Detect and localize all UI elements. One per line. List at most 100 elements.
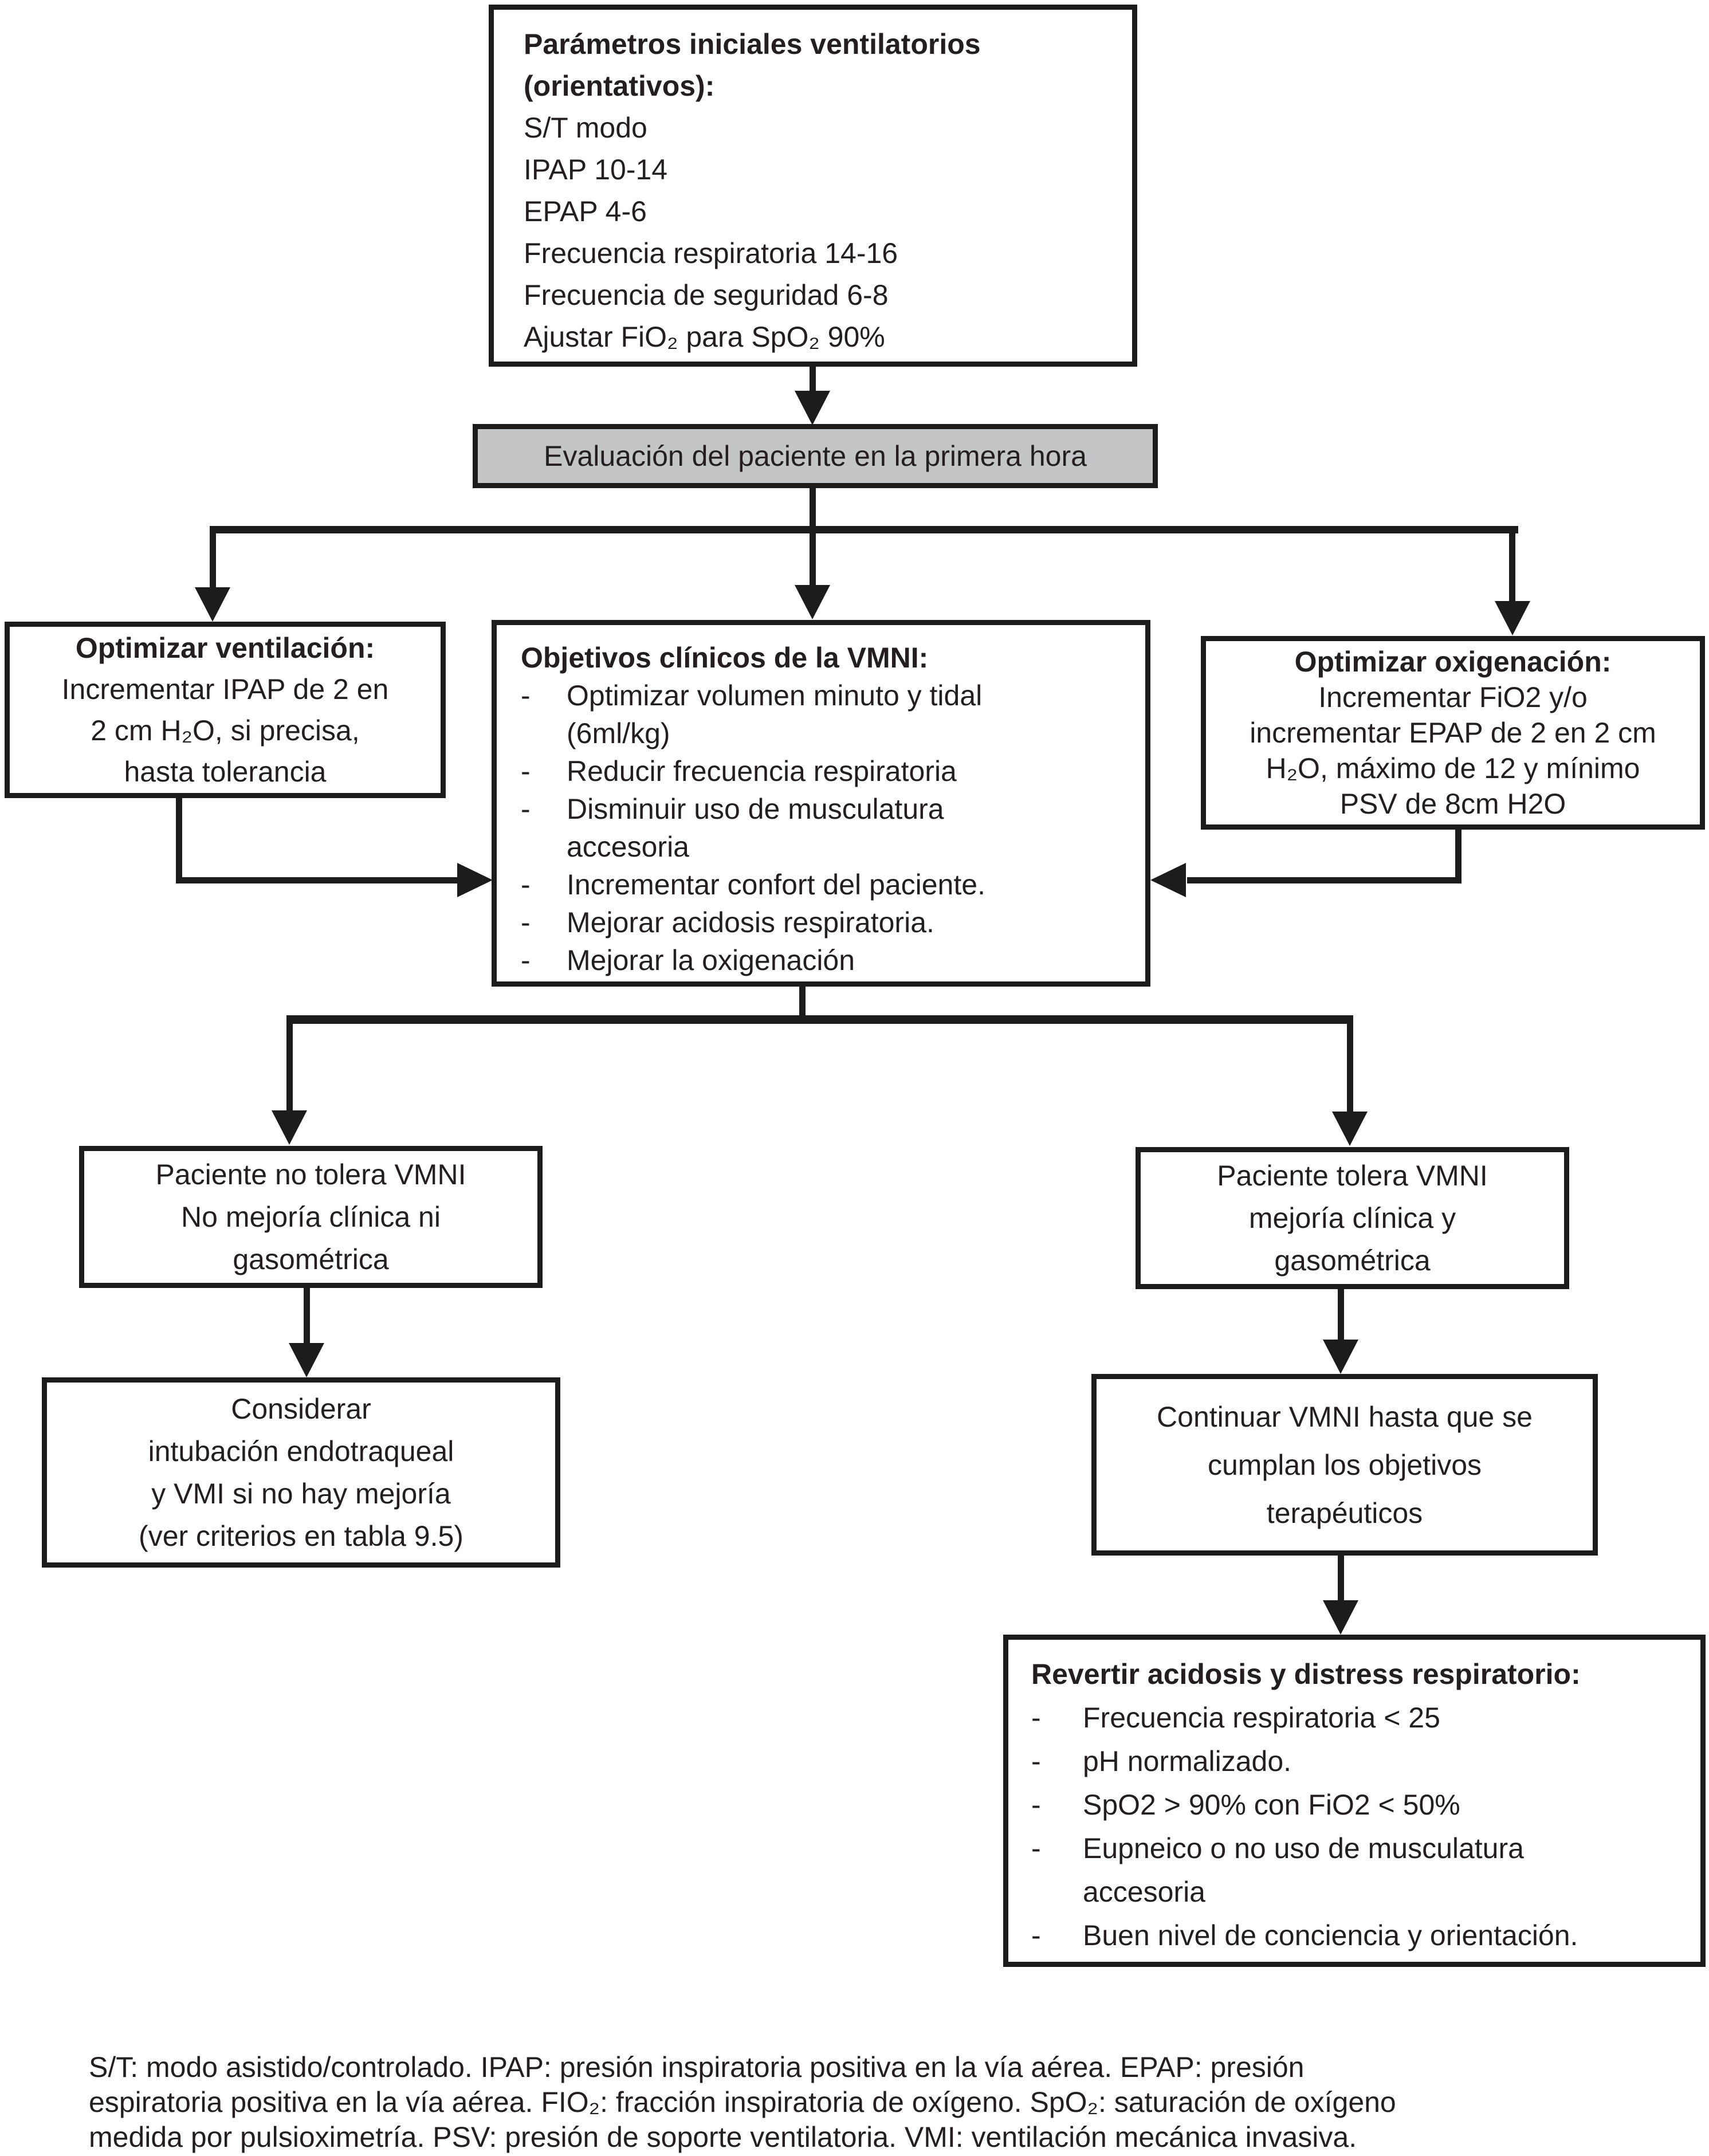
parametros-line: Frecuencia de seguridad 6-8 — [524, 279, 889, 311]
considerar-line: intubación endotraqueal — [148, 1435, 454, 1467]
revertir-item-text: SpO2 > 90% con FiO2 < 50% — [1083, 1789, 1460, 1821]
bullet-dash: - — [521, 755, 531, 787]
arrowhead-down-icon — [289, 1343, 324, 1377]
tolera-line: mejoría clínica y — [1248, 1202, 1456, 1234]
list-item-continuation: (6ml/kg) — [521, 714, 1128, 752]
list-item: - Incrementar confort del paciente. — [521, 866, 1128, 904]
connector-continuar-to-revertir — [1338, 1556, 1344, 1601]
bullet-dash: - — [521, 906, 531, 938]
revertir-item-text: accesoria — [1083, 1876, 1205, 1908]
parametros-line: S/T modo — [524, 112, 647, 144]
continuar-line: cumplan los objetivos — [1207, 1448, 1482, 1481]
bullet-dash: - — [521, 944, 531, 976]
considerar-line: Considerar — [231, 1393, 371, 1425]
connector-evaluacion-to-branch — [810, 488, 816, 529]
bullet-dash: - — [1031, 1919, 1041, 1951]
branch-line-bottom — [286, 1015, 1353, 1024]
parametros-title-line1: Parámetros iniciales ventilatorios — [524, 28, 981, 60]
bullet-dash-empty — [521, 714, 567, 752]
connector-oxigenacion-elbow-vertical — [1455, 828, 1462, 880]
optimizar-ventilacion-line: Incrementar IPAP de 2 en — [61, 673, 389, 705]
connector-no-tolera-to-considerar — [304, 1288, 310, 1344]
list-item-continuation: accesoria — [1031, 1870, 1683, 1914]
bullet-dash: - — [1031, 1745, 1041, 1777]
parametros-line: IPAP 10-14 — [524, 154, 668, 186]
arrowhead-down-icon — [272, 1110, 307, 1145]
revertir-title: Revertir acidosis y distress respiratori… — [1031, 1658, 1581, 1690]
list-item: - Eupneico o no uso de musculatura — [1031, 1827, 1683, 1870]
arrowhead-left-icon — [1150, 863, 1186, 897]
list-item: - pH normalizado. — [1031, 1739, 1683, 1783]
optimizar-oxigenacion-line: Incrementar FiO2 y/o — [1318, 681, 1588, 713]
parametros-line: Ajustar FiO₂ para SpO₂ 90% — [524, 321, 885, 353]
optimizar-oxigenacion-title: Optimizar oxigenación: — [1294, 646, 1612, 678]
connector-tolera-to-continuar — [1338, 1289, 1344, 1341]
box-parametros-iniciales: Parámetros iniciales ventilatorios (orie… — [489, 5, 1137, 367]
connector-parametros-to-evaluacion — [810, 367, 816, 393]
parametros-line: EPAP 4-6 — [524, 195, 647, 227]
list-item: - Buen nivel de conciencia y orientación… — [1031, 1914, 1683, 1957]
connector-ventilacion-elbow-vertical — [176, 798, 182, 880]
box-evaluacion-primera-hora: Evaluación del paciente en la primera ho… — [473, 424, 1158, 488]
arrowhead-down-icon — [195, 587, 230, 622]
arrowhead-down-icon — [795, 585, 830, 619]
objetivos-item-text: Optimizar volumen minuto y tidal — [567, 680, 983, 712]
bullet-dash-empty — [1031, 1870, 1083, 1914]
parametros-title-line2: (orientativos): — [524, 70, 715, 102]
box-paciente-no-tolera: Paciente no tolera VMNI No mejoría clíni… — [79, 1146, 543, 1288]
optimizar-oxigenacion-line: incrementar EPAP de 2 en 2 cm — [1250, 717, 1656, 749]
box-considerar-intubacion: Considerar intubación endotraqueal y VMI… — [42, 1377, 560, 1568]
bullet-dash: - — [1031, 1789, 1041, 1821]
considerar-line: y VMI si no hay mejoría — [151, 1478, 451, 1510]
parametros-line: Frecuencia respiratoria 14-16 — [524, 237, 898, 269]
evaluacion-text: Evaluación del paciente en la primera ho… — [544, 440, 1087, 472]
objetivos-item-text: Reducir frecuencia respiratoria — [567, 755, 957, 787]
list-item: - Optimizar volumen minuto y tidal — [521, 677, 1128, 714]
continuar-line: Continuar VMNI hasta que se — [1157, 1400, 1533, 1433]
list-item: - Mejorar la oxigenación — [521, 941, 1128, 979]
optimizar-oxigenacion-line: H₂O, máximo de 12 y mínimo — [1266, 752, 1640, 784]
connector-ventilacion-elbow-horizontal — [176, 877, 459, 883]
box-objetivos-clinicos: Objetivos clínicos de la VMNI: - Optimiz… — [492, 620, 1150, 987]
optimizar-oxigenacion-line: PSV de 8cm H2O — [1339, 788, 1566, 820]
bullet-dash: - — [1031, 1702, 1041, 1734]
arrowhead-down-icon — [1323, 1600, 1358, 1635]
tolera-line: Paciente tolera VMNI — [1217, 1160, 1488, 1192]
branch-drop-tolera — [1347, 1024, 1353, 1112]
connector-objetivos-to-branch — [799, 987, 806, 1016]
box-paciente-tolera: Paciente tolera VMNI mejoría clínica y g… — [1136, 1147, 1569, 1289]
no-tolera-line: gasométrica — [233, 1243, 389, 1275]
considerar-line: (ver criterios en tabla 9.5) — [139, 1520, 463, 1552]
objetivos-item-text: Disminuir uso de musculatura — [567, 793, 944, 825]
arrowhead-down-icon — [1495, 601, 1530, 635]
box-revertir-acidosis: Revertir acidosis y distress respiratori… — [1003, 1635, 1706, 1967]
optimizar-ventilacion-line: hasta tolerancia — [124, 756, 327, 788]
box-continuar-vmni: Continuar VMNI hasta que se cumplan los … — [1091, 1374, 1598, 1556]
bullet-dash: - — [521, 869, 531, 901]
list-item-continuation: accesoria — [521, 828, 1128, 866]
no-tolera-line: Paciente no tolera VMNI — [155, 1158, 466, 1191]
bullet-dash: - — [521, 680, 531, 712]
footnote-line: espiratoria positiva en la vía aérea. FI… — [89, 2086, 1396, 2118]
branch-drop-no-tolera — [286, 1024, 293, 1112]
list-item: - SpO2 > 90% con FiO2 < 50% — [1031, 1783, 1683, 1827]
arrowhead-down-icon — [1323, 1340, 1358, 1374]
arrowhead-right-icon — [457, 863, 493, 897]
branch-line-top — [210, 526, 1518, 533]
objetivos-item-text: Incrementar confort del paciente. — [567, 869, 985, 901]
revertir-item-text: pH normalizado. — [1083, 1745, 1292, 1777]
list-item: - Frecuencia respiratoria < 25 — [1031, 1696, 1683, 1739]
revertir-item-text: Buen nivel de conciencia y orientación. — [1083, 1919, 1578, 1951]
abbreviations-footnote: S/T: modo asistido/controlado. IPAP: pre… — [89, 2050, 1687, 2155]
branch-drop-center — [810, 533, 816, 586]
revertir-item-text: Frecuencia respiratoria < 25 — [1083, 1702, 1440, 1734]
box-optimizar-oxigenacion: Optimizar oxigenación: Incrementar FiO2 … — [1201, 636, 1705, 830]
list-item: - Disminuir uso de musculatura — [521, 790, 1128, 828]
arrowhead-down-icon — [1332, 1112, 1368, 1146]
continuar-line: terapéuticos — [1266, 1497, 1423, 1529]
list-item: - Mejorar acidosis respiratoria. — [521, 904, 1128, 941]
objetivos-item-text: (6ml/kg) — [567, 717, 670, 749]
footnote-line: S/T: modo asistido/controlado. IPAP: pre… — [89, 2051, 1305, 2083]
connector-oxigenacion-elbow-horizontal — [1187, 877, 1462, 883]
